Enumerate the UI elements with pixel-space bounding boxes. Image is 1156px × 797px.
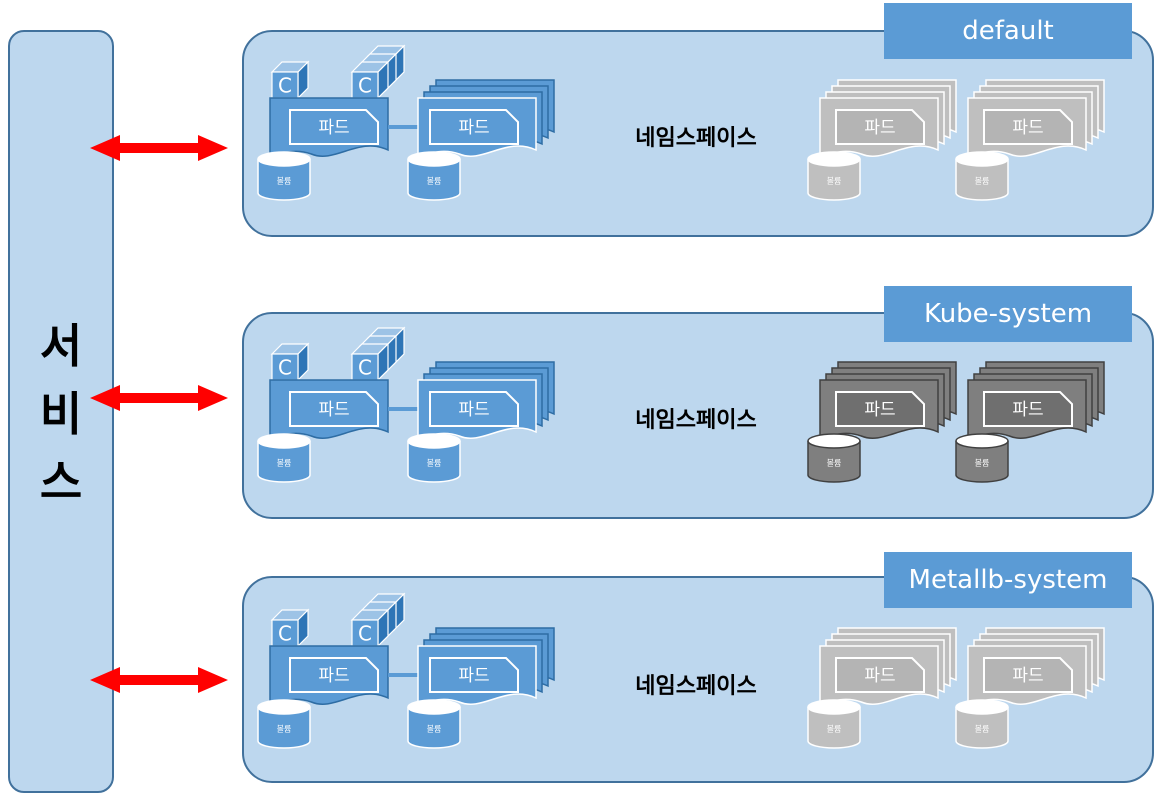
pod-label-box <box>983 391 1073 427</box>
container-letter: C <box>278 356 292 380</box>
service-label-char: 비 <box>39 387 83 441</box>
pod-label-box <box>289 391 379 427</box>
pod-label-box <box>289 109 379 145</box>
volume-cylinder <box>407 707 461 749</box>
namespace-name: 네임스페이스 <box>635 126 757 151</box>
volume-cylinder <box>955 441 1009 483</box>
container-letter: C <box>358 622 372 646</box>
service-label: 서 비 스 <box>10 312 112 516</box>
volume-label: 볼륨 <box>427 458 442 468</box>
arrow-shape <box>90 667 228 693</box>
namespace-name: 네임스페이스 <box>635 408 757 433</box>
volume-cylinder <box>407 441 461 483</box>
volume-label: 볼륨 <box>427 724 442 734</box>
pod-label: 파드 <box>864 400 895 420</box>
volume-top <box>257 699 311 715</box>
volume-top <box>807 433 861 449</box>
pod-label-box <box>835 109 925 145</box>
pod-label: 파드 <box>318 666 349 686</box>
volume-label: 볼륨 <box>827 176 842 186</box>
volume-label: 볼륨 <box>427 176 442 186</box>
pod-label-box <box>835 391 925 427</box>
volume-top <box>807 151 861 167</box>
volume-cylinder <box>257 707 311 749</box>
active-pod-group: CCCC파드볼륨파드볼륨 <box>257 44 555 201</box>
service-box: 서 비 스 <box>8 30 114 793</box>
volume-label: 볼륨 <box>975 176 990 186</box>
namespace-name: 네임스페이스 <box>635 674 757 699</box>
volume-label: 볼륨 <box>277 458 292 468</box>
service-arrow <box>90 667 228 693</box>
volume-top <box>257 151 311 167</box>
volume-cylinder <box>807 159 861 201</box>
volume-cylinder <box>807 707 861 749</box>
namespace-tag: Metallb-system <box>884 552 1132 608</box>
container-letter: C <box>278 622 292 646</box>
active-pod-group: CCCC파드볼륨파드볼륨 <box>257 326 555 483</box>
volume-label: 볼륨 <box>277 724 292 734</box>
pod-label: 파드 <box>1012 118 1043 138</box>
volume-label: 볼륨 <box>827 724 842 734</box>
namespace-tag: Kube-system <box>884 286 1132 342</box>
volume-top <box>955 433 1009 449</box>
container-cube-front <box>271 71 299 99</box>
volume-cylinder <box>807 441 861 483</box>
pod-label: 파드 <box>318 400 349 420</box>
namespace-tag: default <box>884 3 1132 59</box>
pod-label-box <box>835 657 925 693</box>
pod-label: 파드 <box>1012 400 1043 420</box>
volume-top <box>407 699 461 715</box>
volume-cylinder <box>257 441 311 483</box>
pod-label: 파드 <box>864 666 895 686</box>
service-arrow <box>90 385 228 411</box>
active-pod-group: CCCC파드볼륨파드볼륨 <box>257 592 555 749</box>
container-cube-front <box>271 353 299 381</box>
service-arrow <box>90 135 228 161</box>
container-cube-front <box>351 353 379 381</box>
volume-label: 볼륨 <box>975 458 990 468</box>
volume-label: 볼륨 <box>277 176 292 186</box>
pod-label: 파드 <box>864 118 895 138</box>
volume-cylinder <box>955 707 1009 749</box>
pod-label: 파드 <box>458 400 489 420</box>
volume-label: 볼륨 <box>975 724 990 734</box>
volume-top <box>407 433 461 449</box>
container-letter: C <box>358 356 372 380</box>
volume-top <box>955 151 1009 167</box>
arrow-shape <box>90 385 228 411</box>
volume-cylinder <box>407 159 461 201</box>
volume-top <box>807 699 861 715</box>
container-cube-front <box>271 619 299 647</box>
volume-cylinder <box>257 159 311 201</box>
volume-top <box>257 433 311 449</box>
volume-top <box>955 699 1009 715</box>
volume-top <box>407 151 461 167</box>
container-cube-front <box>351 619 379 647</box>
pod-label-box <box>429 109 519 145</box>
pod-label: 파드 <box>458 118 489 138</box>
pod-label-box <box>289 657 379 693</box>
arrow-shape <box>90 135 228 161</box>
service-label-char: 스 <box>39 455 83 509</box>
pod-label-box <box>983 657 1073 693</box>
container-letter: C <box>358 74 372 98</box>
pod-label-box <box>429 391 519 427</box>
service-label-char: 서 <box>39 319 83 373</box>
volume-cylinder <box>955 159 1009 201</box>
volume-label: 볼륨 <box>827 458 842 468</box>
pod-label: 파드 <box>458 666 489 686</box>
container-letter: C <box>278 74 292 98</box>
pod-label-box <box>429 657 519 693</box>
pod-label: 파드 <box>318 118 349 138</box>
pod-label: 파드 <box>1012 666 1043 686</box>
pod-label-box <box>983 109 1073 145</box>
